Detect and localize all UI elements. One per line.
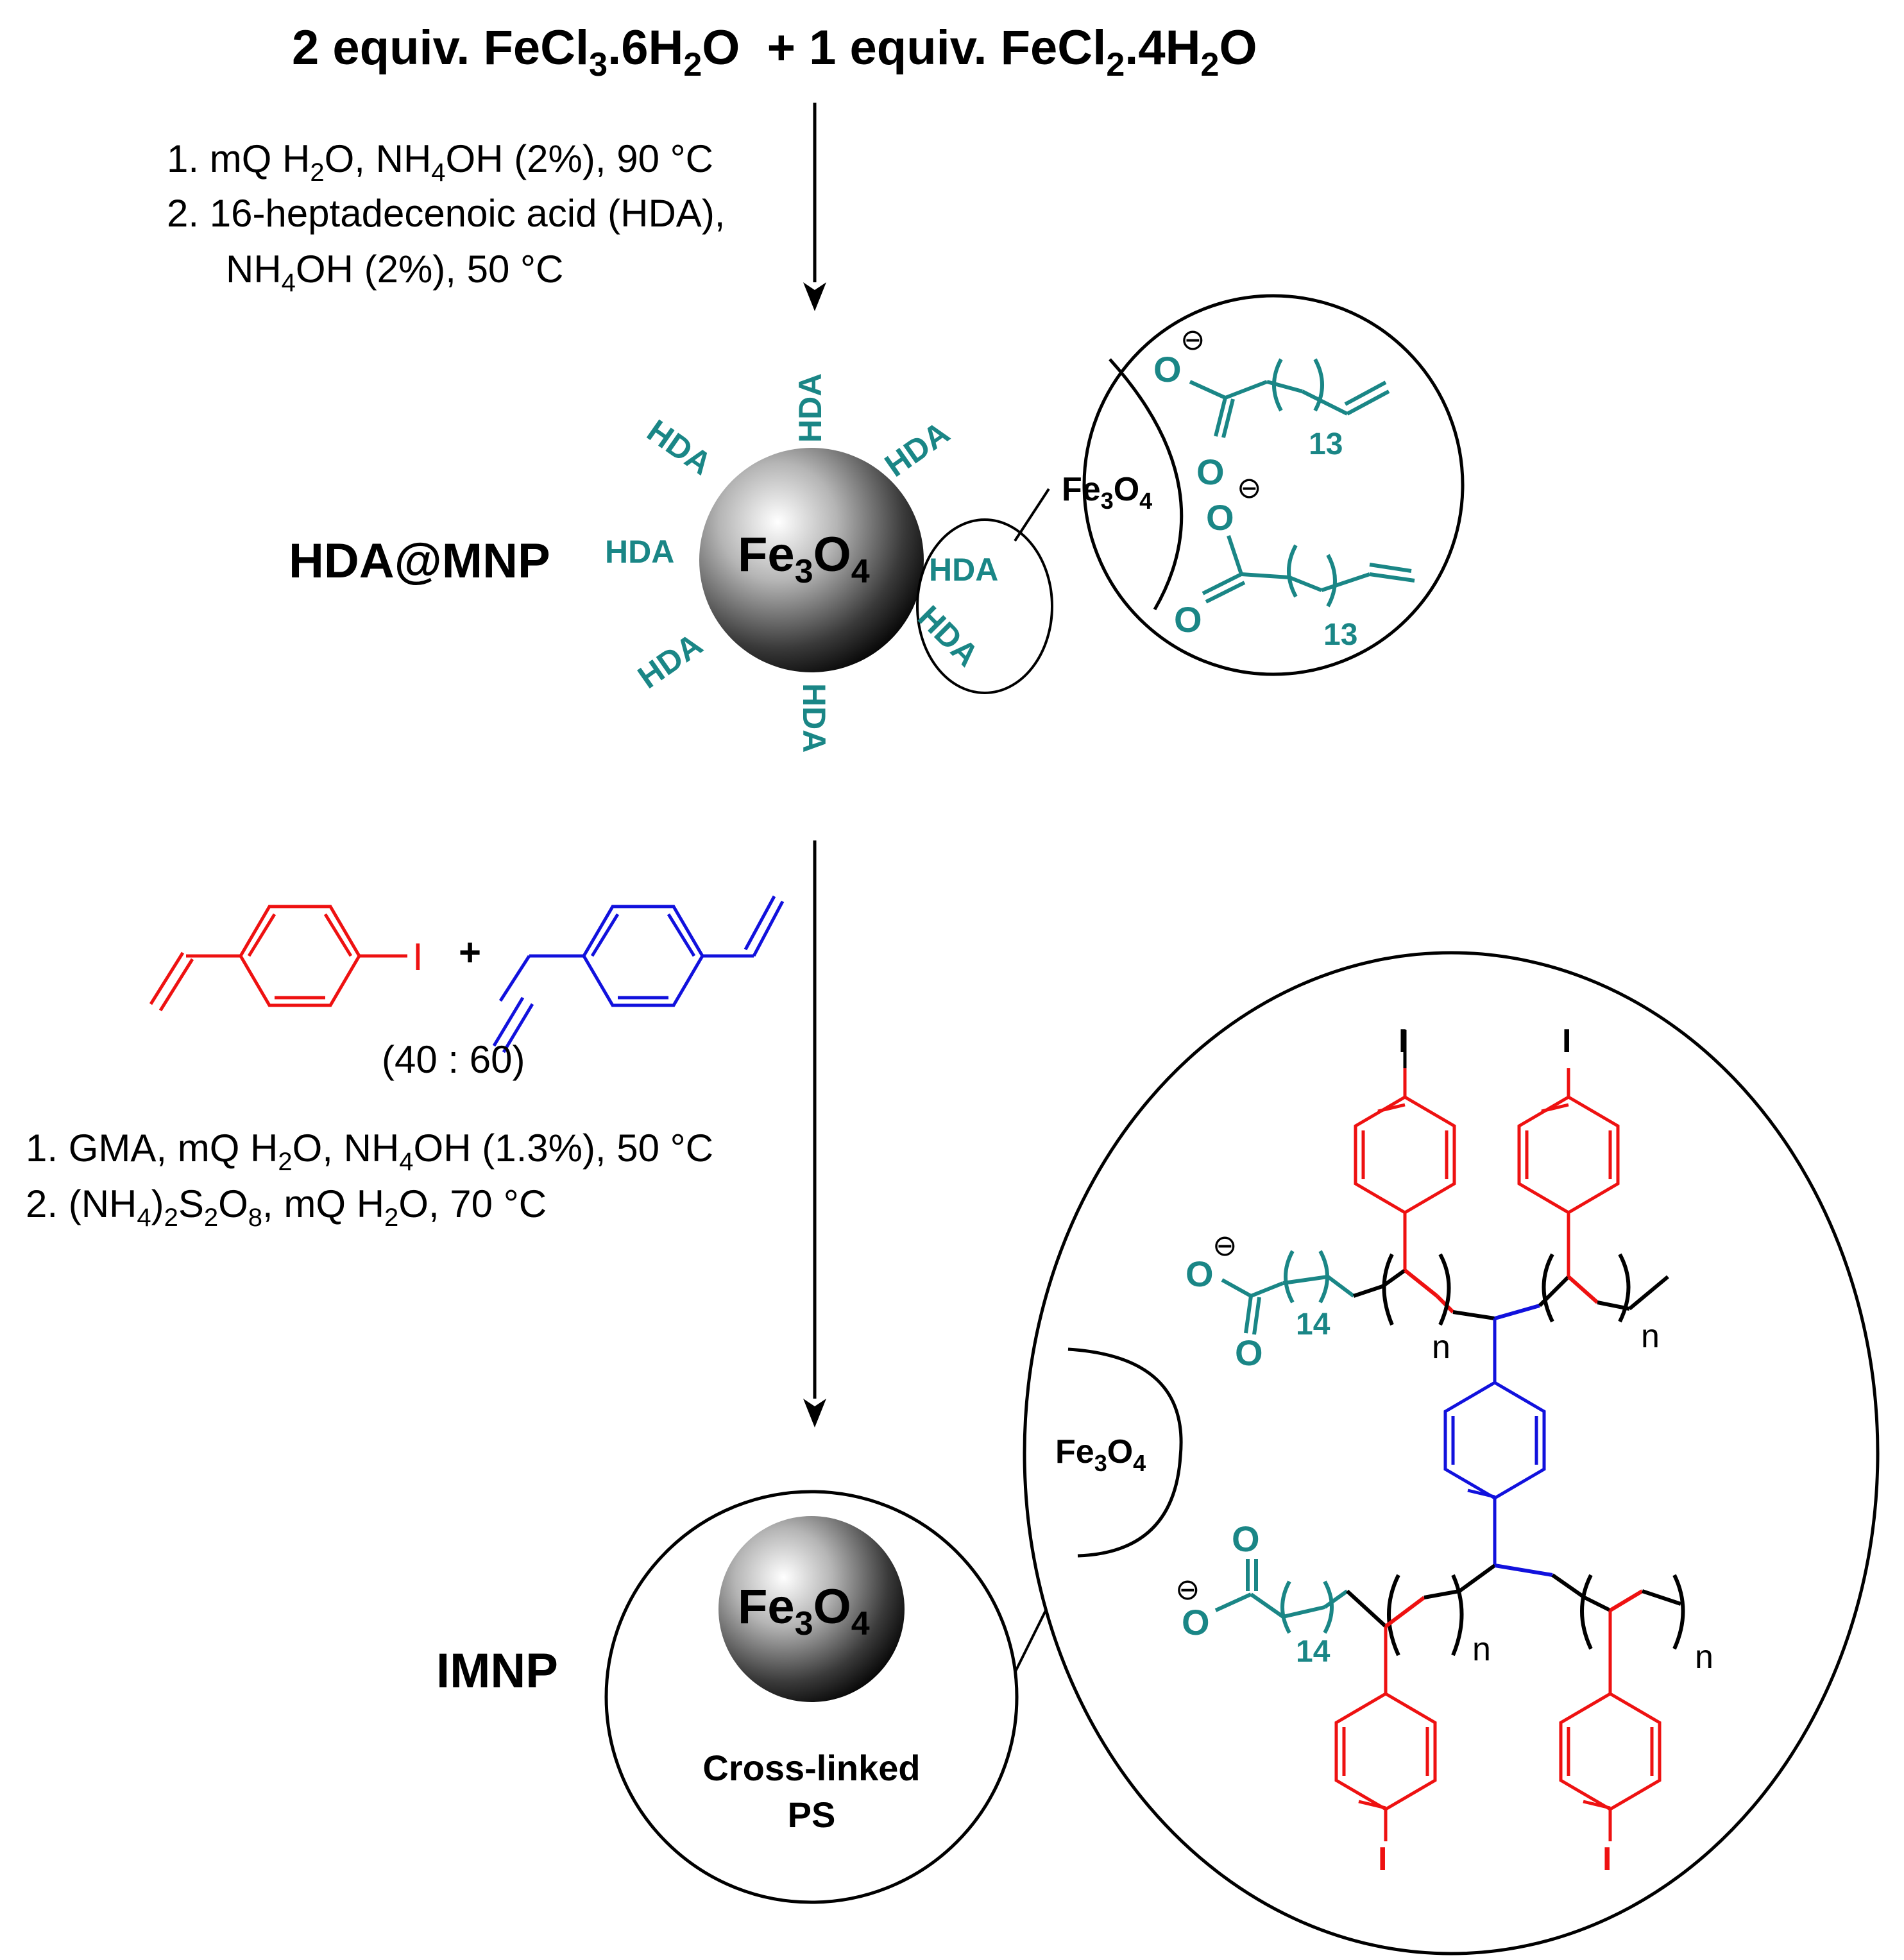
hda-mnp-particle: Fe3O4 (699, 448, 924, 672)
lower-chain-repeat: 14 (1296, 1635, 1330, 1669)
hda-ligand-bottom: HDA (796, 683, 832, 753)
imnp-zoom-ellipse: Fe3O4 O ⊖ O 14 (1023, 951, 1880, 1956)
carboxylate-2-repeat: 13 (1323, 618, 1357, 652)
imnp-shell-label-2: PS (788, 1794, 836, 1835)
hda-callout-ellipse: HDA HDA (911, 488, 1053, 694)
monomer-ratio: (40 : 60) (382, 1038, 525, 1081)
carboxylate-2-charge: ⊖ (1237, 471, 1262, 504)
upper-chain-repeat: 14 (1296, 1308, 1330, 1342)
lower-carboxylate-charge: ⊖ (1175, 1572, 1200, 1606)
upper-iodine-1: I (1398, 1023, 1407, 1060)
lower-repeat-n-2: n (1695, 1639, 1713, 1676)
upper-iodophenyl-1 (1354, 1068, 1456, 1270)
reaction-arrow-1 (803, 103, 826, 311)
lower-iodophenyl-2 (1559, 1610, 1662, 1841)
upper-teal-chain (1221, 1250, 1355, 1335)
carboxylate-1-repeat: 13 (1309, 427, 1343, 461)
imnp-core-label: Fe3O4 (738, 1580, 870, 1642)
step1-line1: 1. mQ H2O, NH4OH (2%), 90 °C (167, 137, 713, 187)
hda-ligand-upper-left: HDA (641, 413, 718, 482)
monomer-divinylbenzene (492, 895, 785, 1053)
carboxylate-1-oxygen-bottom: O (1196, 452, 1225, 492)
hda-callout-ligand-1: HDA (929, 552, 998, 588)
lower-iodine-1: I (1378, 1841, 1387, 1878)
hda-ligand-top: HDA (792, 373, 828, 443)
lower-carboxylate-oxygen-top: O (1232, 1519, 1260, 1559)
hda-mnp-label: HDA@MNP (289, 534, 550, 588)
hda-ligand-upper-right: HDA (878, 414, 956, 484)
lower-iodophenyl-1 (1334, 1626, 1437, 1841)
lower-repeat-n-1: n (1472, 1631, 1491, 1668)
carboxylate-1-charge: ⊖ (1180, 323, 1205, 356)
step2-line2: 2. (NH4)2S2O8, mQ H2O, 70 °C (26, 1182, 547, 1232)
reaction-arrow-2 (803, 840, 826, 1427)
imnp-particle: Fe3O4 Cross-linked PS (604, 1490, 1060, 1904)
crosslinker-phenyl (1443, 1318, 1546, 1565)
lower-backbone (1345, 1564, 1685, 1657)
lower-iodine-2: I (1602, 1841, 1611, 1878)
monomer-plus: + (459, 931, 481, 974)
carboxylate-2-oxygen-top: O (1206, 497, 1234, 538)
hda-ligand-left: HDA (605, 534, 674, 570)
carboxylate-chain-1 (1189, 358, 1390, 438)
step2-line1: 1. GMA, mQ H2O, NH4OH (1.3%), 50 °C (26, 1127, 713, 1176)
hda-mnp-core-label: Fe3O4 (738, 527, 870, 590)
step1-line2: 2. 16-heptadecenoic acid (HDA), (167, 192, 725, 235)
upper-iodine-2: I (1562, 1023, 1571, 1060)
imnp-shell-label-1: Cross-linked (702, 1748, 920, 1788)
imnp-label: IMNP (436, 1644, 558, 1698)
step1-conditions: 1. mQ H2O, NH4OH (2%), 90 °C 2. 16-hepta… (167, 137, 725, 297)
step1-line3: NH4OH (2%), 50 °C (226, 248, 563, 297)
hda-zoom-core-label: Fe3O4 (1062, 471, 1152, 514)
upper-carboxylate-oxygen-bottom: O (1235, 1333, 1263, 1373)
hda-zoom-circle: Fe3O4 O ⊖ O 13 O ⊖ (1062, 294, 1465, 676)
imnp-zoom-core-label: Fe3O4 (1055, 1433, 1146, 1476)
upper-carboxylate-charge: ⊖ (1212, 1229, 1237, 1262)
upper-repeat-n-2: n (1641, 1318, 1660, 1355)
upper-backbone (1353, 1253, 1669, 1326)
step2-conditions: 1. GMA, mQ H2O, NH4OH (1.3%), 50 °C 2. (… (26, 1127, 713, 1232)
monomer-iodine-label: I (412, 935, 423, 978)
upper-iodophenyl-2 (1517, 1068, 1620, 1277)
reactants-formula: 2 equiv. FeCl3.6H2O + 1 equiv. FeCl2.4H2… (292, 21, 1257, 83)
monomer-4-iodostyrene (149, 905, 407, 1012)
carboxylate-1-oxygen-top: O (1153, 349, 1182, 389)
lower-carboxylate-oxygen-bottom: O (1182, 1602, 1210, 1642)
carboxylate-2-oxygen-bottom: O (1174, 599, 1202, 640)
lower-teal-chain (1214, 1559, 1348, 1634)
upper-repeat-n-1: n (1432, 1329, 1450, 1366)
upper-carboxylate-oxygen-top: O (1186, 1254, 1214, 1294)
hda-ligand-lower-left: HDA (631, 626, 709, 695)
carboxylate-chain-2 (1202, 535, 1415, 608)
